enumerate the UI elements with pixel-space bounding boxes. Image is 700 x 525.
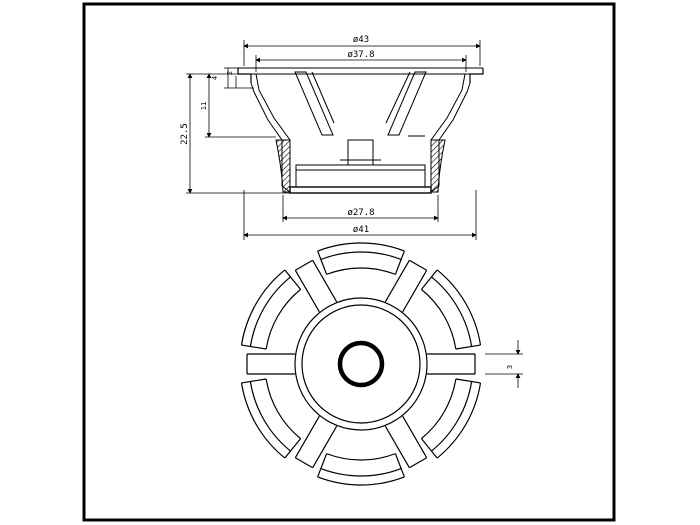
magnet-inner-circle [301,304,421,424]
ring-segment-cap [394,250,405,275]
ring-segment-cap [420,438,438,459]
ring-segment-cap [455,344,481,350]
ring-segment-arc [436,269,482,346]
spoke-edge [402,269,428,313]
dim-basket-diameter: ø41 [353,225,369,235]
spoke-end [295,259,313,271]
spoke-edge [402,415,428,459]
spoke-edge [294,415,320,459]
ring-segment-arc [326,453,396,461]
ring-segment-arc [326,267,396,275]
top-flange [237,68,484,83]
ring-segment-arc [317,242,405,252]
spoke-edge [312,259,338,303]
magnet-plate [295,164,426,188]
magnet-base [289,186,432,194]
ring-segment-arc [431,276,473,347]
dim-magnet-diameter: ø27.8 [347,208,374,218]
spoke-end [409,457,427,469]
drawing-frame [82,2,616,522]
ring-segment-arc [431,381,473,452]
spoke-edge [384,259,410,303]
ring-segment-arc [265,378,301,440]
ring-segment-cap [284,438,302,459]
ring-segment-cap [455,378,481,384]
ring-segment-arc [317,476,405,486]
dim-spoke-width: 3 [506,365,514,369]
spoke-edge [294,269,320,313]
ring-segment-arc [320,251,402,260]
ring-segment-cap [317,453,328,478]
outer-ring [240,242,482,486]
ring-segment-arc [249,276,291,347]
ring-segment-cap [241,344,267,350]
dim-outer-diameter: ø43 [353,35,369,45]
ring-segment-arc [240,382,286,459]
dim-flange-diameter: ø37.8 [347,50,374,60]
ring-segment-arc [249,381,291,452]
spoke-edge [312,425,338,469]
spokes [246,259,476,469]
magnet-cap [347,139,374,166]
dim-flange-height: 4 [211,76,219,80]
spoke-end [409,259,427,271]
spoke-left [294,71,334,136]
ring-segment-cap [317,250,328,275]
ring-segment-cap [394,453,405,478]
ring-segment-arc [421,288,457,350]
ring-segment-cap [420,269,438,290]
ring-segment-arc [421,378,457,440]
ring-segment-arc [240,269,286,346]
surround-right [430,139,446,193]
ring-segment-arc [265,288,301,350]
side-view [237,67,484,194]
spoke-end [295,457,313,469]
pole-piece [337,340,385,388]
ring-segment-cap [241,378,267,384]
surround-left [275,139,291,193]
spoke-dimension [485,340,523,388]
spoke-edge [384,425,410,469]
bottom-view [240,242,482,486]
ring-segment-arc [320,468,402,477]
side-dimensions [186,40,481,240]
ring-segment-arc [436,382,482,459]
ring-segment-cap [284,269,302,290]
dim-cone-depth: 11 [200,102,208,110]
magnet-outer-circle [294,297,428,431]
spoke-right [387,71,427,136]
dim-total-depth: 22.5 [180,123,190,145]
dim-lip-height: 2 [226,71,234,75]
